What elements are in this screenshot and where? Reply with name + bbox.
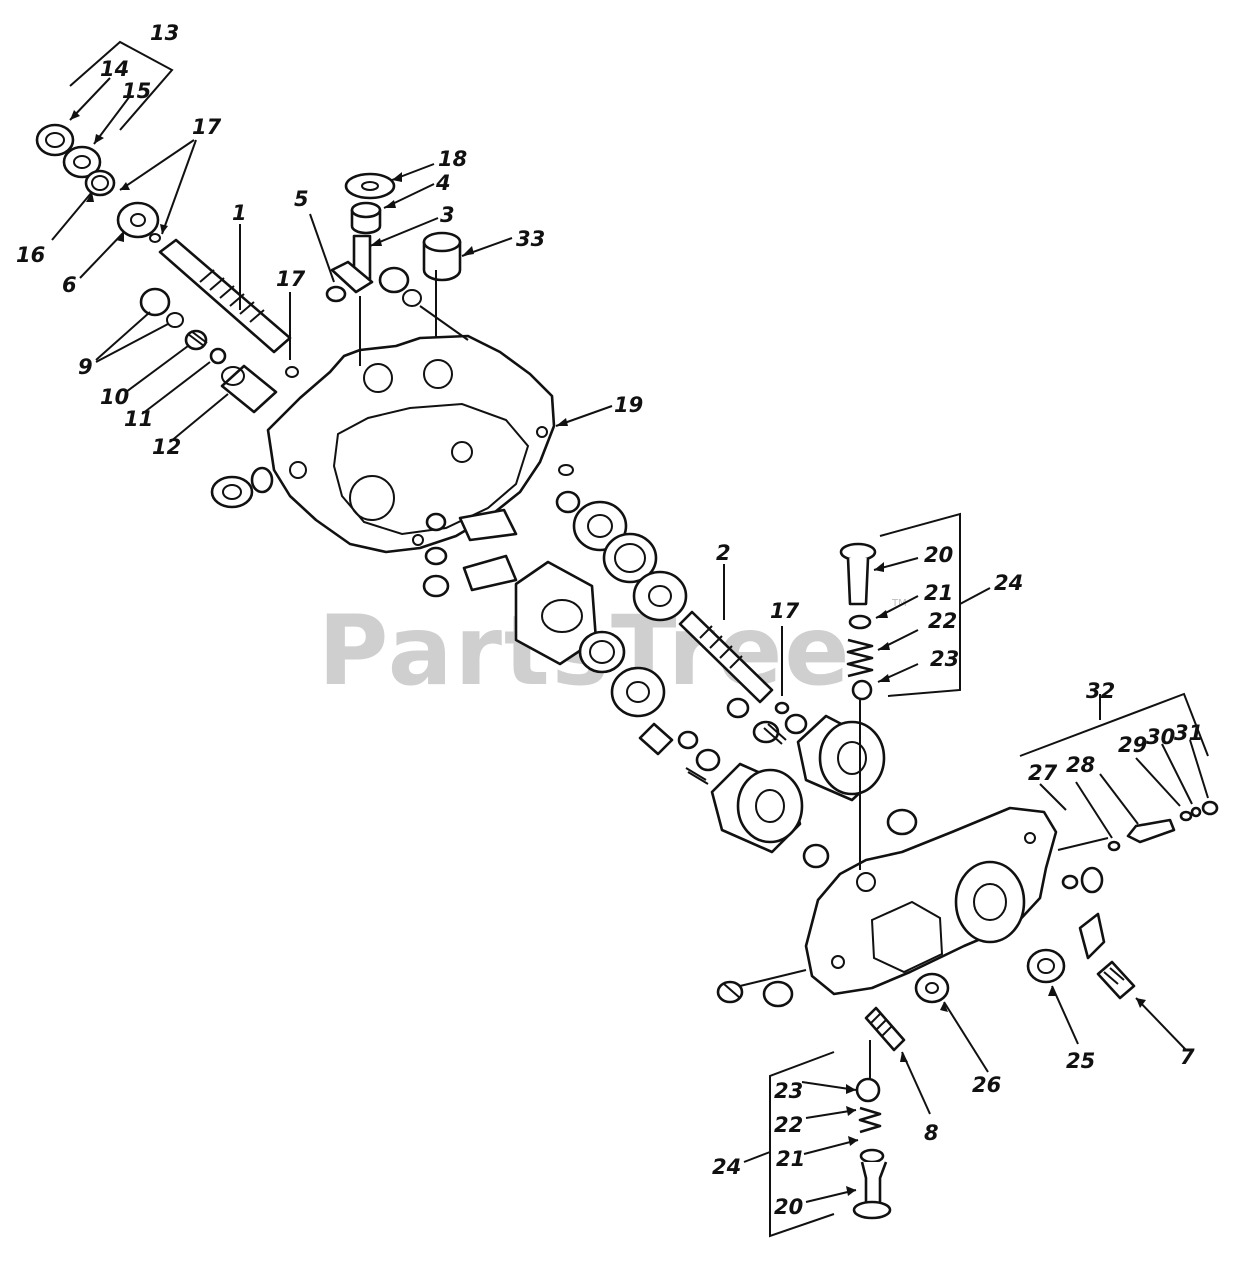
plug-left-center <box>716 980 794 1008</box>
cylinder-block-left <box>710 762 804 854</box>
thrust-race-upper <box>572 500 628 552</box>
callout-1: 1 <box>232 201 247 225</box>
callout-20-upper: 20 <box>924 543 953 567</box>
callout-5: 5 <box>294 187 309 211</box>
callout-4: 4 <box>435 171 451 195</box>
watermark-trademark: TM <box>891 598 907 609</box>
bearing-6 <box>116 201 160 239</box>
spring-22-lower <box>858 1106 882 1134</box>
arrow-heads <box>70 110 1146 1196</box>
callout-23-lower: 23 <box>774 1079 803 1103</box>
callout-8: 8 <box>924 1121 939 1145</box>
cap-33 <box>422 231 462 282</box>
thrust-washer-lower <box>610 666 666 718</box>
bushing-mid <box>555 490 581 514</box>
callout-26: 26 <box>972 1073 1001 1097</box>
callout-6: 6 <box>62 273 77 297</box>
ball-23-upper <box>851 679 873 701</box>
callout-30: 30 <box>1146 725 1175 749</box>
callout-29: 29 <box>1118 733 1147 757</box>
thrust-bearing-upper <box>602 532 658 584</box>
input-shaft-1 <box>158 238 292 354</box>
callout-13: 13 <box>150 21 179 45</box>
callout-7: 7 <box>1180 1045 1195 1069</box>
bushing-4 <box>350 201 382 235</box>
thrust-washer-upper <box>632 570 688 622</box>
fitting-center-right <box>1078 912 1106 960</box>
callout-24-lower: 24 <box>712 1155 741 1179</box>
check-valve-20-lower <box>852 1161 892 1220</box>
callout-10: 10 <box>100 385 129 409</box>
ring-16 <box>84 169 116 197</box>
plug-9 <box>139 287 184 328</box>
callout-17-mid: 17 <box>770 599 800 623</box>
plug-right-center <box>1061 866 1104 894</box>
callout-31: 31 <box>1174 721 1203 745</box>
callout-19: 19 <box>614 393 643 417</box>
callout-23-upper: 23 <box>930 647 959 671</box>
callout-18: 18 <box>438 147 467 171</box>
seal-25 <box>1026 948 1066 984</box>
output-shaft-2 <box>678 610 774 704</box>
bushing-right <box>886 808 918 836</box>
cylinder-block-right <box>796 714 886 802</box>
ball-11 <box>209 347 227 365</box>
callout-9: 9 <box>78 355 93 379</box>
clip-17-shaft <box>285 366 299 378</box>
callout-14: 14 <box>100 57 129 81</box>
plug-left <box>210 466 274 509</box>
spring-10 <box>184 329 208 351</box>
callout-17-top: 17 <box>192 115 222 139</box>
callout-20-lower: 20 <box>774 1195 803 1219</box>
valve-assembly-32 <box>1107 800 1219 852</box>
callout-3: 3 <box>440 203 455 227</box>
callout-11: 11 <box>124 407 153 431</box>
callout-27: 27 <box>1028 761 1058 785</box>
o-ring-21-lower <box>859 1148 885 1164</box>
washer-15 <box>62 145 102 179</box>
trunnion-3 <box>330 234 374 294</box>
seal-trunnion <box>378 266 422 307</box>
swash-insert-upper <box>458 508 518 542</box>
callout-17-shaft: 17 <box>276 267 306 291</box>
callout-15: 15 <box>122 79 151 103</box>
bushing-left <box>802 843 830 869</box>
o-ring-21-upper <box>848 614 872 630</box>
callout-22-lower: 22 <box>774 1113 803 1137</box>
callout-21-upper: 21 <box>924 581 953 605</box>
seal-14 <box>35 123 75 157</box>
fitting-7 <box>1096 960 1136 1000</box>
seal-small-center <box>422 512 450 598</box>
housing-dowel <box>558 464 574 476</box>
swash-insert-lower <box>462 554 518 592</box>
sleeve-12 <box>220 364 278 414</box>
callout-12: 12 <box>152 435 181 459</box>
callout-33: 33 <box>516 227 545 251</box>
clip-17-upper <box>149 233 161 243</box>
nut-5 <box>325 285 347 303</box>
callout-28: 28 <box>1066 753 1095 777</box>
bypass-valve-8 <box>864 1006 906 1052</box>
center-section <box>804 806 1058 996</box>
callout-22-upper: 22 <box>928 609 957 633</box>
callout-2: 2 <box>716 541 731 565</box>
check-valve-20-upper <box>839 542 877 606</box>
callout-21-lower: 21 <box>776 1147 805 1171</box>
thrust-bearing-lower <box>578 630 626 674</box>
clip-17-output <box>774 701 790 715</box>
callout-32: 32 <box>1086 679 1115 703</box>
callout-25: 25 <box>1066 1049 1095 1073</box>
spring-22-upper <box>846 638 874 678</box>
callout-24-upper: 24 <box>994 571 1023 595</box>
alignment-lines <box>359 270 1109 1080</box>
leader-lines <box>51 40 1209 1238</box>
check-parts-mid <box>726 697 808 745</box>
washer-26 <box>914 972 950 1004</box>
washer-18 <box>344 172 396 200</box>
piston-pump <box>638 722 721 785</box>
callout-16: 16 <box>16 243 45 267</box>
main-housing-19 <box>266 334 556 554</box>
ball-23-lower <box>855 1077 881 1103</box>
